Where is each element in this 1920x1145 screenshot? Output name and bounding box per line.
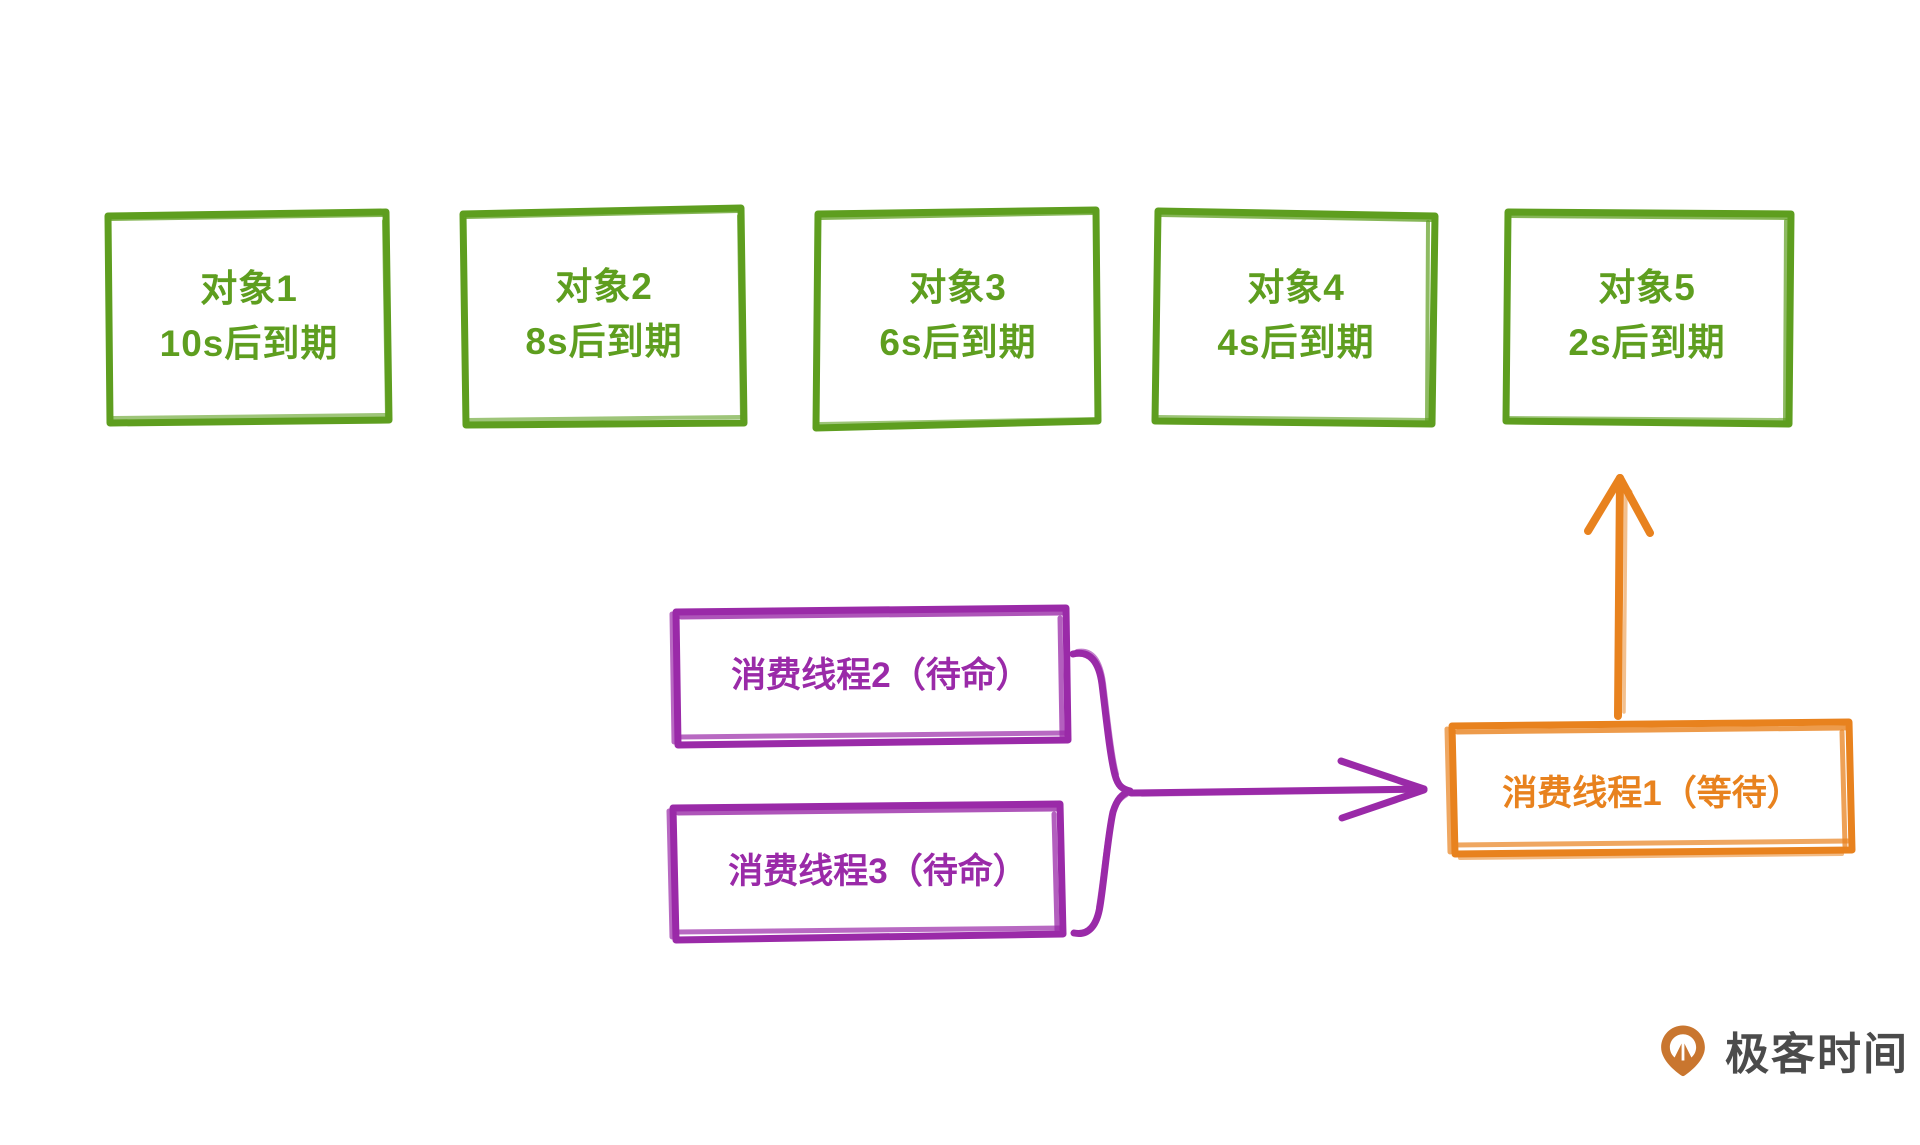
object-card-5-name: 对象5 — [1598, 267, 1696, 309]
arrow-up-icon — [1584, 474, 1654, 720]
object-card-3-expiry: 6s后到期 — [879, 322, 1037, 363]
object-card-2-expiry: 8s后到期 — [525, 321, 683, 362]
object-card-5-expiry: 2s后到期 — [1568, 322, 1726, 363]
object-card-1-expiry: 10s后到期 — [159, 323, 339, 364]
object-card-4-name: 对象4 — [1247, 267, 1345, 309]
brand-watermark: 极客时间 — [1655, 1018, 1909, 1082]
object-card-2-name: 对象2 — [555, 266, 653, 308]
standby-thread-card-3-label: 消费线程3（待命） — [728, 851, 1028, 891]
active-thread-card-1[interactable]: 消费线程1（等待） — [1452, 726, 1852, 854]
location-pin-icon — [1661, 1025, 1705, 1077]
object-card-3-name: 对象3 — [909, 267, 1007, 309]
brand-name: 极客时间 — [1725, 1030, 1909, 1079]
object-card-1[interactable]: 对象1 10s后到期 — [108, 214, 390, 420]
standby-thread-card-2-label: 消费线程2（待命） — [731, 655, 1031, 695]
object-card-4[interactable]: 对象4 4s后到期 — [1155, 213, 1437, 419]
active-thread-card-1-label: 消费线程1（等待） — [1502, 773, 1802, 813]
object-card-5[interactable]: 对象5 2s后到期 — [1506, 213, 1788, 419]
standby-thread-card-2[interactable]: 消费线程2（待命） — [676, 612, 1086, 732]
object-card-3[interactable]: 对象3 6s后到期 — [817, 213, 1099, 419]
object-card-4-expiry: 4s后到期 — [1217, 322, 1375, 363]
arrow-right-icon — [1127, 757, 1428, 822]
object-card-1-name: 对象1 — [200, 268, 298, 310]
object-card-2[interactable]: 对象2 8s后到期 — [463, 212, 745, 418]
standby-thread-card-3[interactable]: 消费线程3（待命） — [673, 808, 1083, 928]
